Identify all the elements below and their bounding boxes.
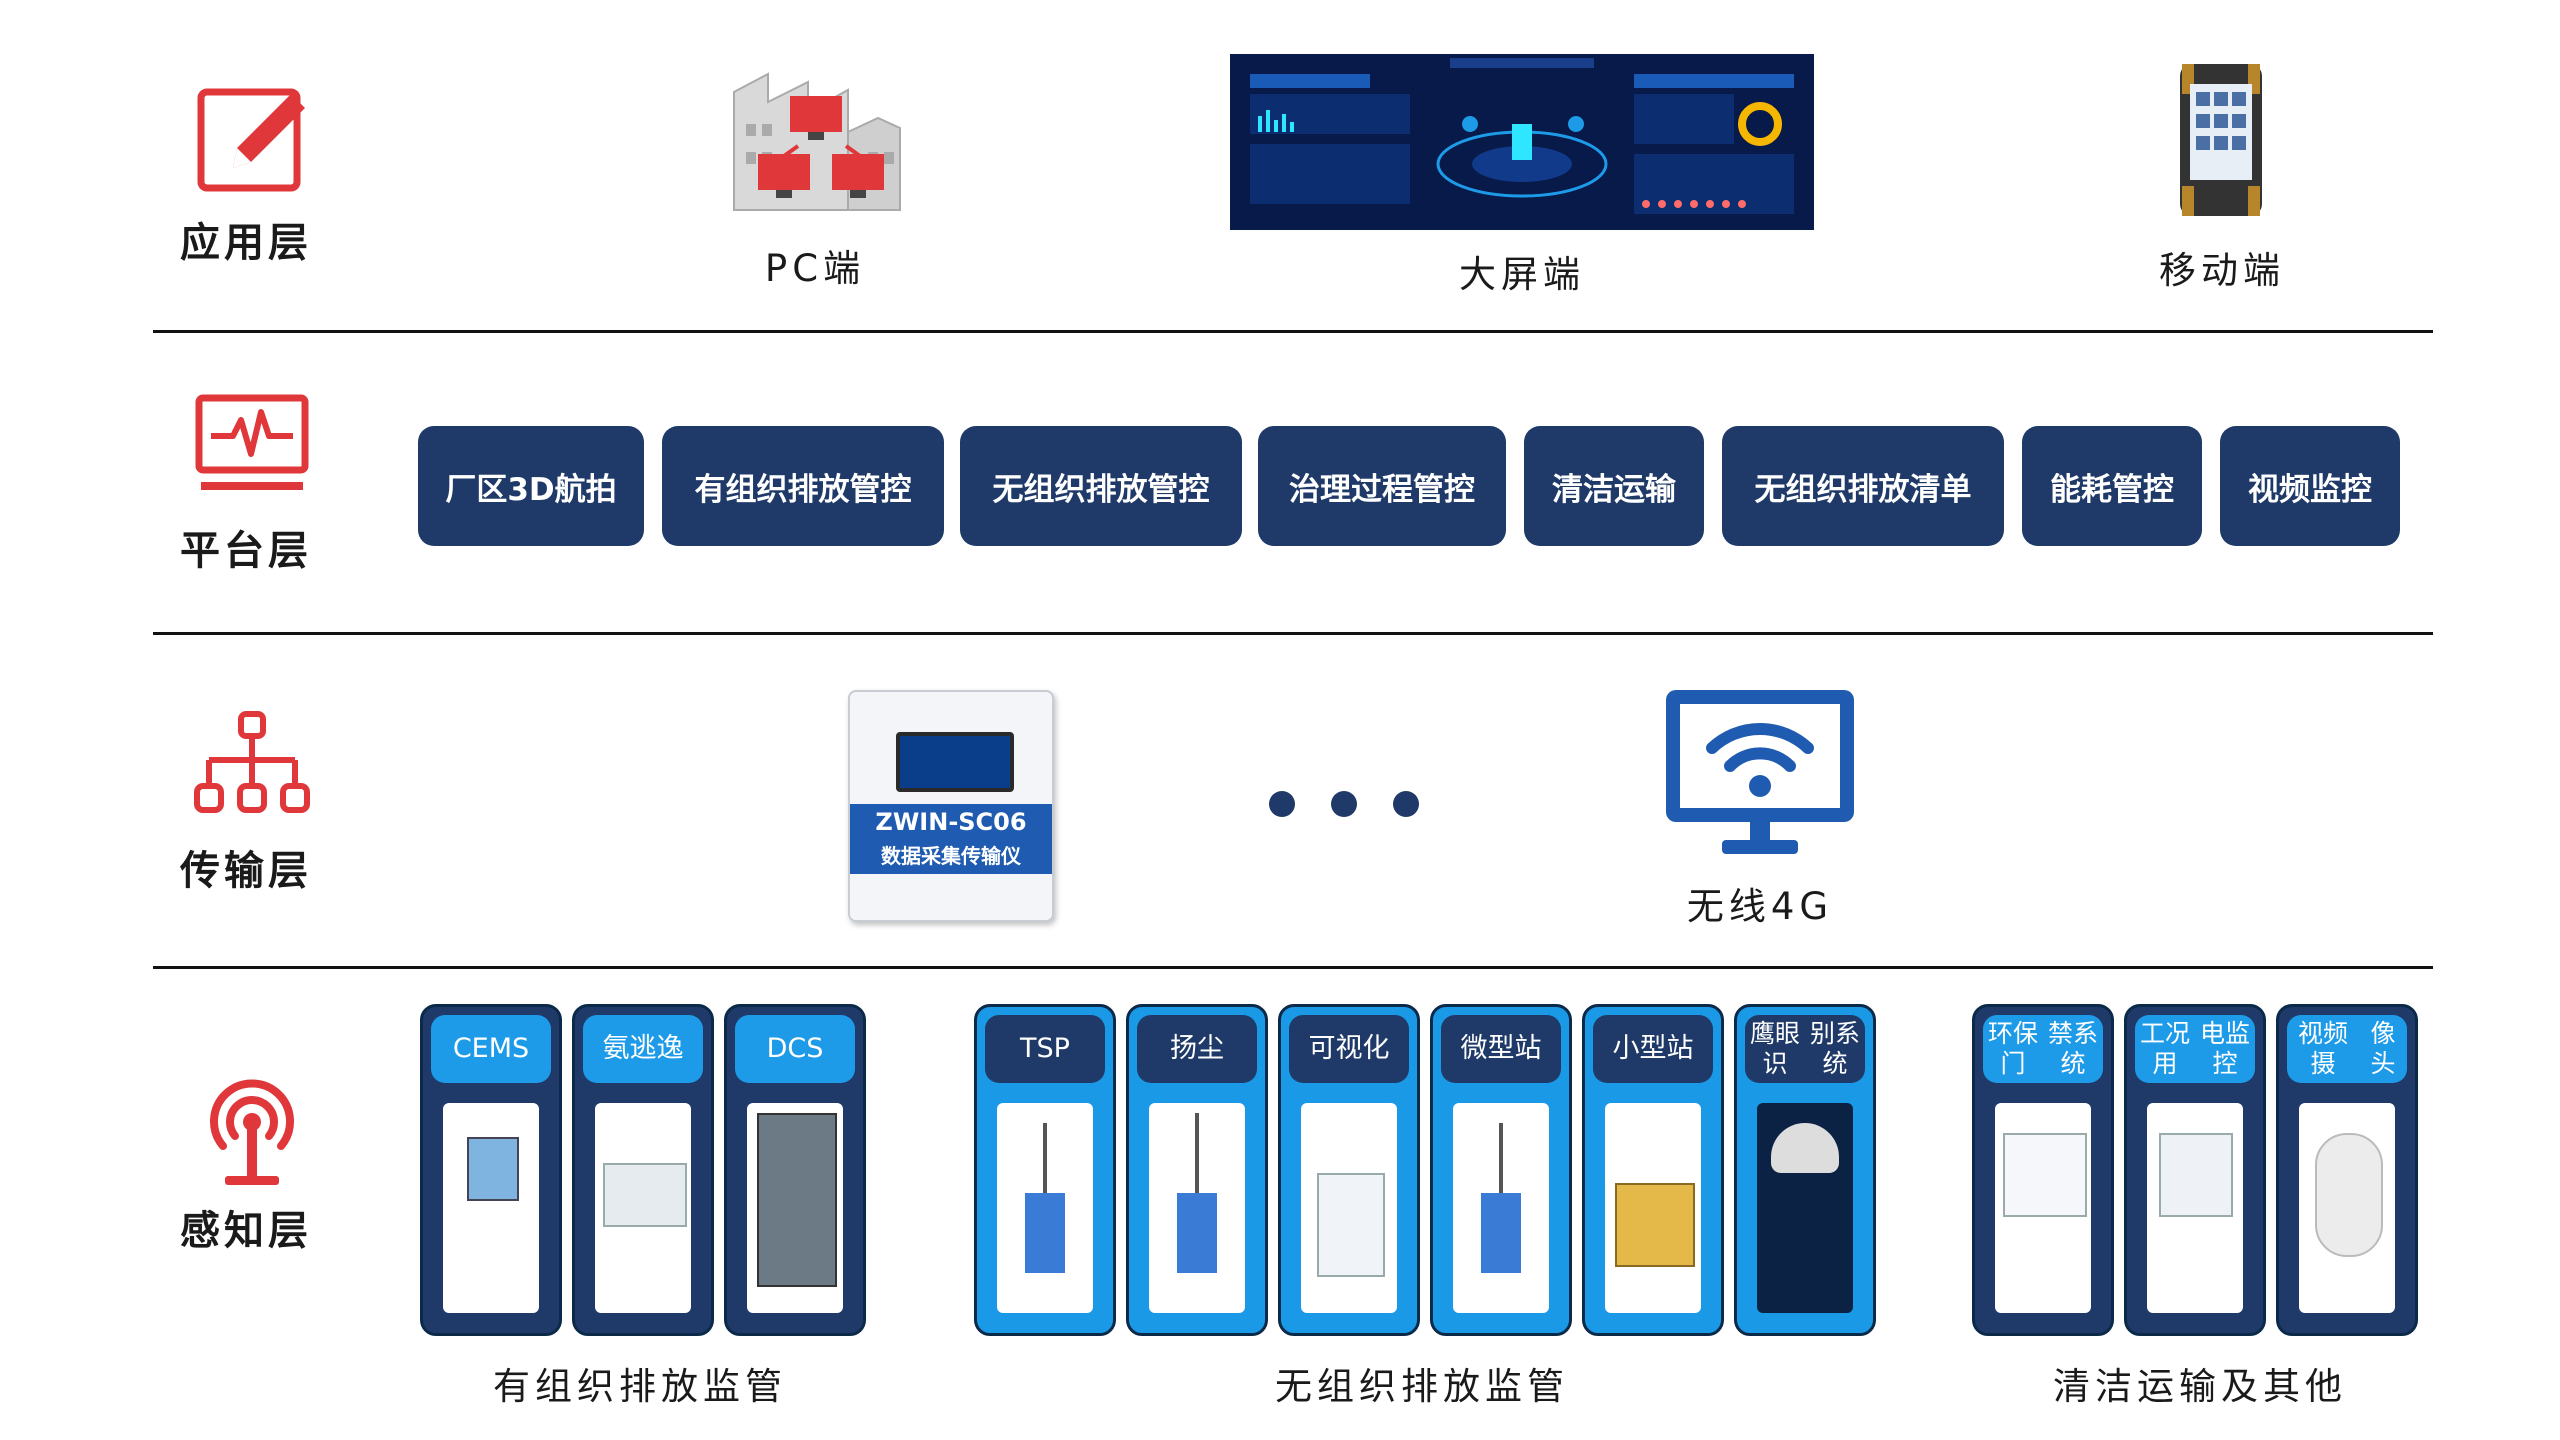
divider-1 [153,330,2433,333]
platform-module-fugitive-inventory[interactable]: 无组织排放清单 [1722,426,2004,546]
wifi-monitor-icon [1662,686,1858,858]
sensor-card-visualization[interactable]: 可视化 [1278,1004,1420,1336]
device-model: ZWIN-SC06 [850,804,1052,838]
edit-icon [193,80,311,198]
device-name: 数据采集传输仪 [850,838,1052,874]
network-hierarchy-icon [193,708,311,826]
sensor-card-label: CEMS [431,1015,551,1083]
antenna-icon [193,1076,311,1194]
sensor-card-label: 环保门禁系统 [1983,1015,2103,1083]
ammonia-analyzer-image [595,1103,691,1313]
layer-label-transport: 传输层 [180,848,312,894]
pc-label: PC端 [764,247,866,290]
device-screen [896,732,1014,792]
monitor-pulse-icon [193,392,311,510]
access-control-diagram-image [1995,1103,2091,1313]
platform-module-organized-emission[interactable]: 有组织排放管控 [662,426,944,546]
sensor-card-tsp[interactable]: TSP [974,1004,1116,1336]
sensor-card-label: DCS [735,1015,855,1083]
visual-monitor-image [1301,1103,1397,1313]
sensor-card-ammonia-slip[interactable]: 氨逃逸 [572,1004,714,1336]
sensor-card-label: 工况用电监控 [2135,1015,2255,1083]
platform-module-3d-aerial[interactable]: 厂区3D航拍 [418,426,644,546]
sensor-card-dust[interactable]: 扬尘 [1126,1004,1268,1336]
small-station-image [1605,1103,1701,1313]
group1-title: 有组织排放监管 [493,1365,787,1408]
pc-endpoint-icon [728,62,906,212]
sensor-card-dcs[interactable]: DCS [724,1004,866,1336]
sensor-card-micro-station[interactable]: 微型站 [1430,1004,1572,1336]
ellipsis-dots [1268,790,1436,818]
divider-2 [153,632,2433,635]
platform-module-video[interactable]: 视频监控 [2220,426,2400,546]
platform-module-treatment-process[interactable]: 治理过程管控 [1258,426,1506,546]
sensor-card-label: 微型站 [1441,1015,1561,1083]
layer-label-perception: 感知层 [180,1208,312,1254]
sensor-card-camera[interactable]: 视频摄像头 [2276,1004,2418,1336]
sensor-card-cems[interactable]: CEMS [420,1004,562,1336]
dust-monitor-image [1149,1103,1245,1313]
dcs-cabinet-image [747,1103,843,1313]
sensor-card-label: 小型站 [1593,1015,1713,1083]
tsp-station-image [997,1103,1093,1313]
power-monitor-image [2147,1103,2243,1313]
micro-station-image [1453,1103,1549,1313]
sensor-card-small-station[interactable]: 小型站 [1582,1004,1724,1336]
screen-label: 大屏端 [1459,253,1585,296]
eagle-eye-camera-image [1757,1103,1853,1313]
wireless-label: 无线4G [1686,885,1834,928]
platform-module-energy[interactable]: 能耗管控 [2022,426,2202,546]
sensor-card-access-control[interactable]: 环保门禁系统 [1972,1004,2114,1336]
group2-title: 无组织排放监管 [1275,1365,1569,1408]
platform-module-clean-transport[interactable]: 清洁运输 [1524,426,1704,546]
sensor-card-label: 可视化 [1289,1015,1409,1083]
sensor-card-eagle-eye[interactable]: 鹰眼识别系统 [1734,1004,1876,1336]
layer-label-platform: 平台层 [180,528,312,574]
sensor-card-label: 视频摄像头 [2287,1015,2407,1083]
group3-title: 清洁运输及其他 [2053,1365,2347,1408]
cems-cabinet-image [443,1103,539,1313]
sensor-card-label: TSP [985,1015,1105,1083]
layer-label-application: 应用层 [180,220,312,266]
big-screen-dashboard [1230,54,1814,230]
mobile-device-icon [2178,62,2264,218]
data-collector-device: ZWIN-SC06 数据采集传输仪 [848,690,1054,922]
ptz-camera-image [2299,1103,2395,1313]
platform-module-fugitive-emission[interactable]: 无组织排放管控 [960,426,1242,546]
divider-3 [153,966,2433,969]
sensor-card-label: 鹰眼识别系统 [1745,1015,1865,1083]
sensor-card-label: 扬尘 [1137,1015,1257,1083]
mobile-label: 移动端 [2159,249,2285,292]
sensor-card-power-monitor[interactable]: 工况用电监控 [2124,1004,2266,1336]
sensor-card-label: 氨逃逸 [583,1015,703,1083]
